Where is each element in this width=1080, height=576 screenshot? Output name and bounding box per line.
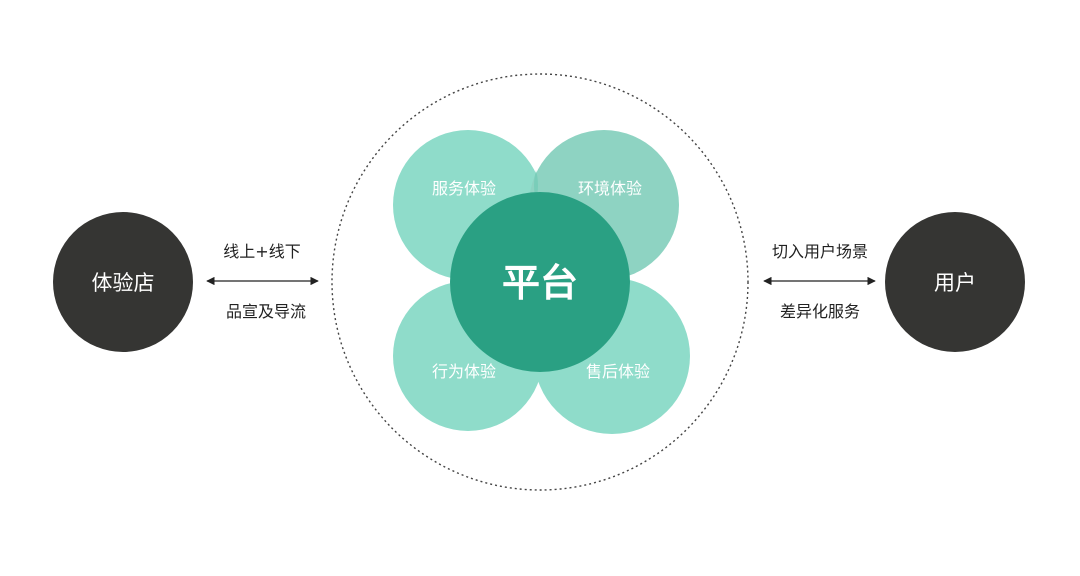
petal-label-behavior: 行为体验 <box>432 362 496 381</box>
petal-label-aftersales: 售后体验 <box>586 362 650 381</box>
platform-center-circle <box>450 192 630 372</box>
platform-label: 平台 <box>502 261 578 305</box>
experience-store-node <box>53 212 193 352</box>
user-node <box>885 212 1025 352</box>
platform-boundary-ring <box>331 73 749 491</box>
petal-label-service: 服务体验 <box>432 179 496 198</box>
experience-store-label: 体验店 <box>92 271 155 295</box>
right-connector-top-label: 切入用户场景 <box>772 242 868 261</box>
user-label: 用户 <box>934 271 976 295</box>
left-connector-bottom-label: 品宣及导流 <box>226 302 306 321</box>
right-connector-bottom-label: 差异化服务 <box>780 302 860 321</box>
left-connector-top-label: 线上+线下 <box>223 242 300 261</box>
petal-label-environment: 环境体验 <box>578 179 642 198</box>
